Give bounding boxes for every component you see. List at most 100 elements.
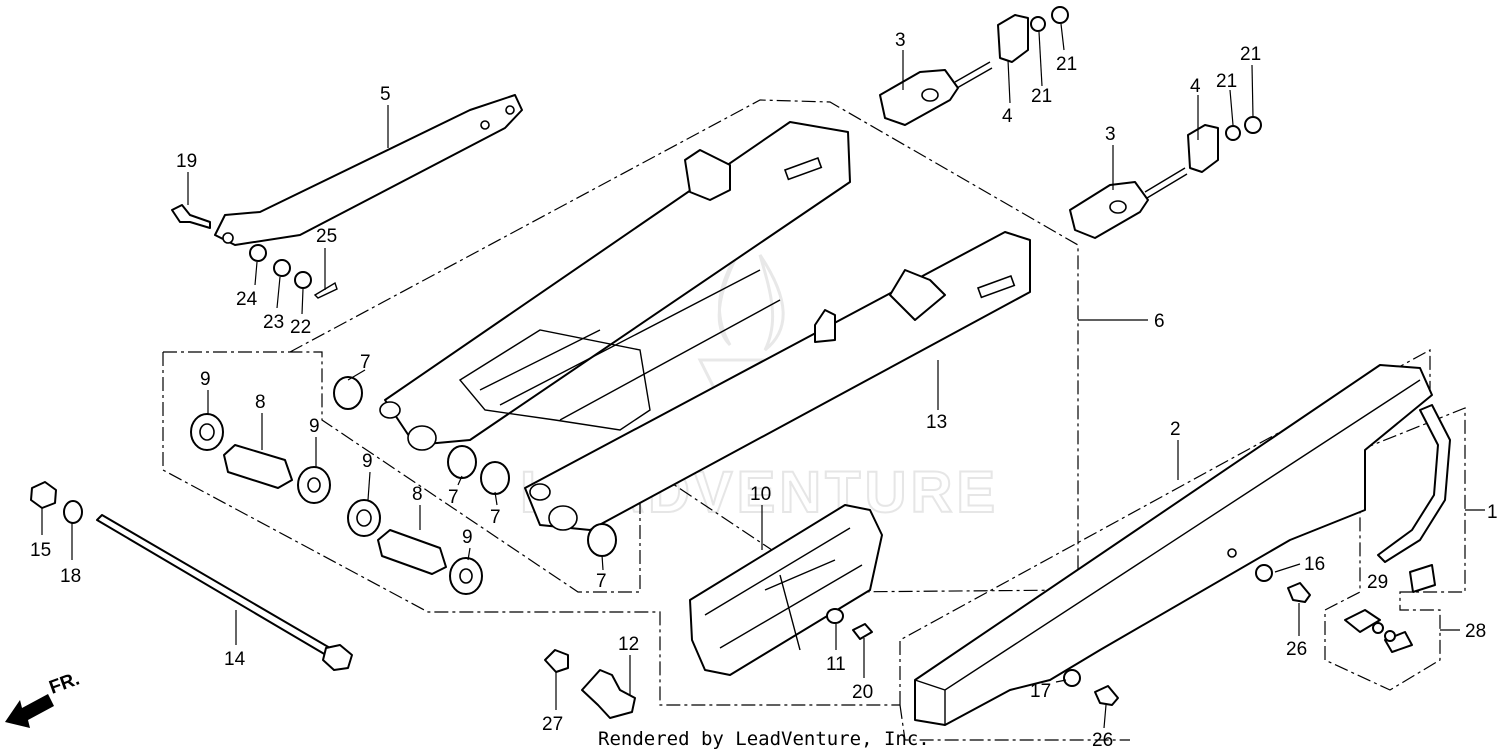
- adjuster-bolt-lower: [1144, 167, 1188, 199]
- callout-9d: 9: [462, 527, 473, 548]
- callout-3b: 3: [1105, 124, 1116, 145]
- chain-adjuster-lower: [1069, 181, 1149, 239]
- swingarm: [379, 121, 1031, 531]
- leader-7a: [347, 369, 366, 381]
- callout-21a: 21: [1031, 86, 1052, 107]
- front-direction-indicator: FR.: [5, 668, 82, 728]
- leader-16: [1274, 563, 1301, 573]
- pivot-collar-8-b: [377, 529, 447, 575]
- bushing-7-lower-right: [587, 523, 617, 557]
- brake-hose-clamp: [581, 669, 636, 719]
- leader-7d: [601, 554, 604, 571]
- callout-26b: 26: [1092, 730, 1113, 751]
- leader-21b: [1060, 23, 1065, 51]
- leader-21c: [1229, 89, 1234, 126]
- chain-case-bolt-26-right: [1287, 582, 1311, 603]
- leader-7c: [494, 491, 498, 506]
- callout-7d: 7: [596, 571, 607, 592]
- master-link-plate-2: [1384, 630, 1396, 642]
- callout-4a: 4: [1002, 106, 1013, 127]
- dust-seal-9-d-bore: [459, 568, 473, 584]
- callout-7a: 7: [360, 352, 371, 373]
- callout-7c: 7: [490, 507, 501, 528]
- callout-20: 20: [852, 682, 873, 703]
- callout-29: 29: [1367, 572, 1388, 593]
- callout-21c: 21: [1216, 71, 1237, 92]
- callout-12: 12: [618, 634, 639, 655]
- leader-lines: [41, 23, 1485, 729]
- callout-1: 1: [1487, 502, 1498, 523]
- chain-adjuster-upper-hole: [921, 88, 939, 102]
- pivot-hardware: [190, 376, 617, 595]
- callout-21d: 21: [1240, 44, 1261, 65]
- leader-9d: [467, 547, 471, 561]
- washer-upper: [1030, 16, 1046, 32]
- chain-group-outline: [1324, 407, 1466, 691]
- clamp-group: [544, 649, 636, 719]
- callout-8a: 8: [255, 392, 266, 413]
- adjuster-plate-lower: [1187, 124, 1219, 173]
- torque-link-nut-22: [294, 271, 312, 289]
- chain-case-hole: [1227, 548, 1237, 558]
- bushing-7-upper-left: [333, 376, 363, 410]
- pivot-bore-right: [529, 483, 551, 501]
- pivot-nut: [30, 481, 57, 509]
- pivot-bolt: [96, 514, 331, 656]
- dust-seal-9-a-bore: [199, 423, 215, 441]
- front-direction-label: FR.: [47, 668, 83, 698]
- pivot-washer: [63, 500, 83, 524]
- pivot-bolt-head: [322, 644, 353, 671]
- slider-collar: [826, 608, 844, 624]
- callouts: 1 2 3 3 4 4 5 6 7 7 7 7 8 8 9 9 9 9 10 1…: [30, 30, 1498, 751]
- callout-9a: 9: [200, 369, 211, 390]
- callout-5: 5: [380, 84, 391, 105]
- nut-lower: [1244, 116, 1262, 134]
- callout-24: 24: [236, 289, 258, 310]
- master-link-plate-1: [1372, 622, 1384, 634]
- axle-slot-left: [783, 157, 823, 181]
- washer-lower: [1225, 125, 1241, 141]
- chain-adjusters: [879, 6, 1262, 239]
- chain-label-tag: [1409, 564, 1436, 593]
- torque-link-washer-23: [273, 259, 291, 277]
- chaincase-group-outline: [899, 348, 1431, 741]
- dust-seal-9-c-bore: [356, 509, 372, 527]
- swingarm-brace: [479, 269, 781, 421]
- callout-17: 17: [1030, 681, 1051, 702]
- torque-link-group: [171, 94, 523, 299]
- clamp-bolt: [544, 649, 569, 673]
- callout-7b: 7: [448, 487, 459, 508]
- shock-mount-left: [684, 149, 731, 201]
- chain-slider-group: [689, 504, 883, 676]
- callout-14: 14: [224, 649, 246, 670]
- leader-22: [301, 288, 304, 315]
- callout-4b: 4: [1190, 76, 1201, 97]
- drive-chain: [1377, 404, 1451, 563]
- callout-13: 13: [926, 412, 947, 433]
- dust-seal-9-b-bore: [307, 477, 321, 493]
- torque-link-hole-rear-1: [480, 120, 490, 130]
- bushing-7-middle-right: [480, 461, 510, 495]
- torque-link-hole-front: [222, 232, 234, 244]
- callout-28: 28: [1465, 621, 1486, 642]
- leader-7b: [457, 475, 463, 486]
- pivot-eye-right: [548, 505, 578, 531]
- callout-19: 19: [176, 151, 197, 172]
- nut-upper: [1051, 6, 1069, 24]
- callout-18: 18: [60, 566, 81, 587]
- leader-26b: [1103, 704, 1107, 729]
- leader-24: [254, 261, 258, 286]
- leader-17: [1055, 679, 1067, 683]
- adjuster-plate-upper: [997, 14, 1029, 63]
- chain-slider-inner: [704, 527, 863, 651]
- leader-23: [276, 276, 281, 309]
- torque-link: [214, 94, 523, 246]
- chain-adjuster-lower-hole: [1109, 200, 1127, 214]
- callout-15: 15: [30, 540, 51, 561]
- torque-link-hole-rear-2: [505, 105, 515, 115]
- chain-slider: [689, 504, 883, 676]
- torque-link-bolt: [171, 204, 211, 229]
- callout-23: 23: [263, 312, 284, 333]
- chain-case-bolt-16: [1255, 564, 1273, 582]
